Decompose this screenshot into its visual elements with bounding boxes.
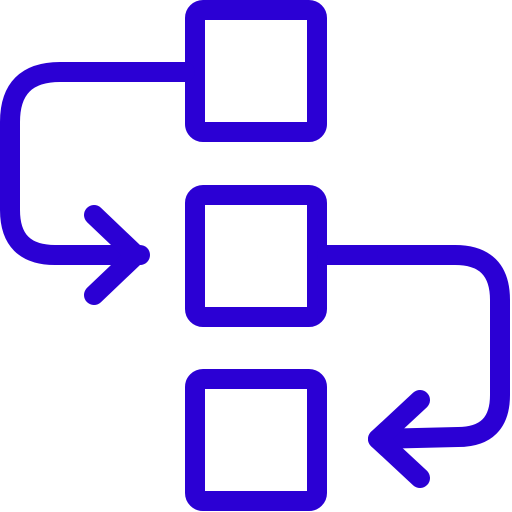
loop-arrow-left-head (84, 205, 146, 305)
loop-arrow-right-line (317, 245, 510, 449)
loop-arrow-right-head (368, 390, 430, 488)
bottom-node-box (185, 369, 327, 511)
top-node-box (185, 0, 327, 142)
middle-node-box (185, 185, 327, 327)
loop-arrow-left-line (0, 62, 195, 265)
